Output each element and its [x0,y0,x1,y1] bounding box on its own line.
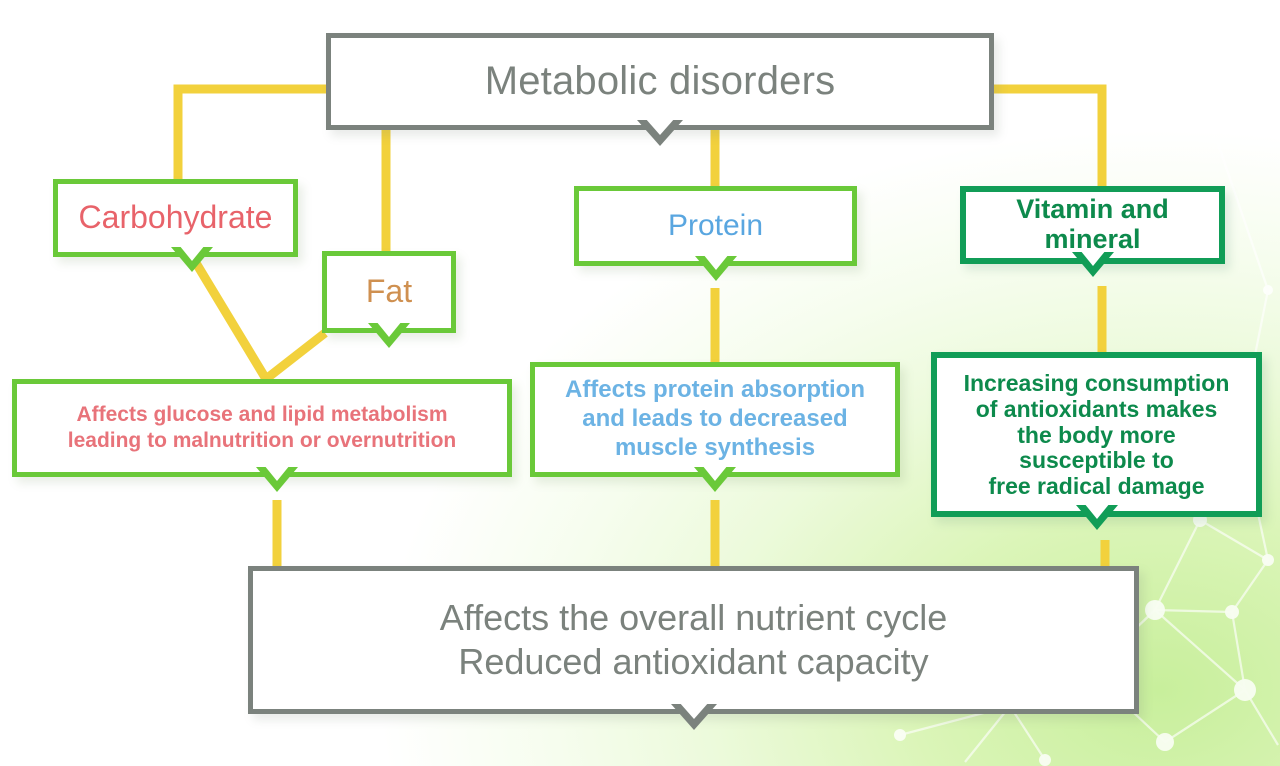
vitamin-effect-line2: of antioxidants makes [975,395,1218,422]
link-carbohydrate-to-effect [192,260,270,382]
carb-effect-line1: Affects glucose and lipid metabolism [76,402,448,426]
node-fat-label: Fat [365,273,413,310]
outcome-line2: Reduced antioxidant capacity [458,641,929,682]
link-root-to-carbohydrate [173,84,330,183]
node-outcome[interactable]: Affects the overall nutrient cycle Reduc… [248,566,1139,730]
node-carb-fat-effect[interactable]: Affects glucose and lipid metabolism lea… [12,379,512,492]
node-vitamin-and-mineral[interactable]: Vitamin and mineral [960,186,1225,277]
outcome-line1: Affects the overall nutrient cycle [439,597,948,639]
node-vitamin-label-line2: mineral [1044,224,1141,254]
node-protein-label: Protein [667,209,764,243]
link-root-to-vitamin [990,84,1107,190]
node-protein[interactable]: Protein [574,186,857,281]
node-metabolic-disorders-label: Metabolic disorders [484,59,836,104]
protein-effect-line1: Affects protein absorption [564,376,865,404]
node-metabolic-disorders[interactable]: Metabolic disorders [326,33,994,146]
vitamin-effect-line4: susceptible to [1019,447,1174,474]
link-fat-to-effect [263,329,328,383]
node-fat[interactable]: Fat [322,251,456,348]
protein-effect-line3: muscle synthesis [614,433,816,461]
node-protein-effect[interactable]: Affects protein absorption and leads to … [530,362,900,492]
node-carbohydrate[interactable]: Carbohydrate [53,179,298,272]
protein-effect-line2: and leads to decreased [582,405,848,433]
vitamin-effect-line5: free radical damage [988,473,1205,500]
vitamin-effect-line3: the body more [1017,421,1176,448]
carb-effect-line2: leading to malnutrition or overnutrition [67,429,457,452]
node-vitamin-effect[interactable]: Increasing consumption of antioxidants m… [931,352,1262,530]
node-vitamin-label-line1: Vitamin and [1016,194,1169,225]
node-carbohydrate-label: Carbohydrate [78,199,273,236]
vitamin-effect-line1: Increasing consumption [963,369,1230,396]
